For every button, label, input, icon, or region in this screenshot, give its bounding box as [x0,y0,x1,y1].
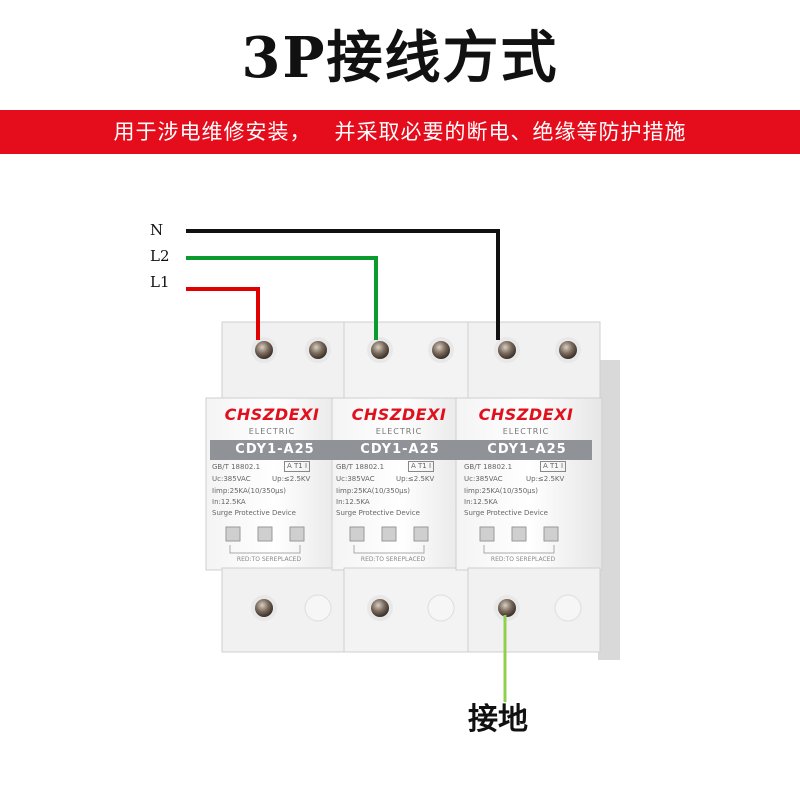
module-2-device: Surge Protective Device [336,509,420,517]
module-1-model: CDY1-A25 [210,440,340,460]
module-3-model: CDY1-A25 [462,440,592,460]
wire-l2 [186,256,378,340]
ground-label: 接地 [468,702,528,737]
bottom-terminals [251,594,582,622]
module-2-brand-sub: ELECTRIC [375,427,423,436]
module-2-model: CDY1-A25 [335,440,465,460]
indicator-windows [225,526,559,542]
module-3-brand: CHSZDEXI [478,405,574,424]
wire-label-n: N [150,221,164,239]
wire-label-l1: L1 [150,273,170,291]
module-2-footer: RED:TO SEREPLACED [360,556,426,563]
top-terminals [251,337,581,363]
module-3-device: Surge Protective Device [464,509,548,517]
module-2-up: Up:≤2.5KV [396,475,435,483]
module-1-iimp: Iimp:25KA(10/350μs) [212,487,286,495]
module-3-in: In:12.5KA [464,498,498,506]
module-3-footer: RED:TO SEREPLACED [490,556,556,563]
module-1-brand-sub: ELECTRIC [248,427,296,436]
wire-l1 [186,287,260,340]
warning-banner: 用于涉电维修安装， 并采取必要的断电、绝缘等防护措施 [0,110,800,154]
module-2-uc: Uc:385VAC [336,475,375,483]
module-2-std-marks: A T1 I [408,461,435,472]
module-3-brand-sub: ELECTRIC [502,427,550,436]
wire-label-l2: L2 [150,247,170,265]
indicator-brackets [229,545,555,554]
module-2-iimp: Iimp:25KA(10/350μs) [336,487,410,495]
wire-n [186,229,500,340]
module-3-iimp: Iimp:25KA(10/350μs) [464,487,538,495]
module-2-standard: GB/T 18802.1 [336,463,385,471]
module-3-standard: GB/T 18802.1 [464,463,513,471]
module-3 [455,321,603,653]
module-1 [205,321,345,653]
module-2-brand: CHSZDEXI [351,405,447,424]
module-1-brand: CHSZDEXI [224,405,320,424]
module-3-up: Up:≤2.5KV [526,475,565,483]
module-1-uc: Uc:385VAC [212,475,251,483]
module-1-std-marks: A T1 I [284,461,311,472]
module-2 [331,321,469,653]
module-3-std-marks: A T1 I [540,461,567,472]
module-1-in: In:12.5KA [212,498,246,506]
module-3-uc: Uc:385VAC [464,475,503,483]
module-1-up: Up:≤2.5KV [272,475,311,483]
module-1-standard: GB/T 18802.1 [212,463,261,471]
module-1-device: Surge Protective Device [212,509,296,517]
module-1-footer: RED:TO SEREPLACED [236,556,302,563]
module-2-in: In:12.5KA [336,498,370,506]
rail-side [598,360,620,660]
page-title: 3P接线方式 [241,25,559,91]
